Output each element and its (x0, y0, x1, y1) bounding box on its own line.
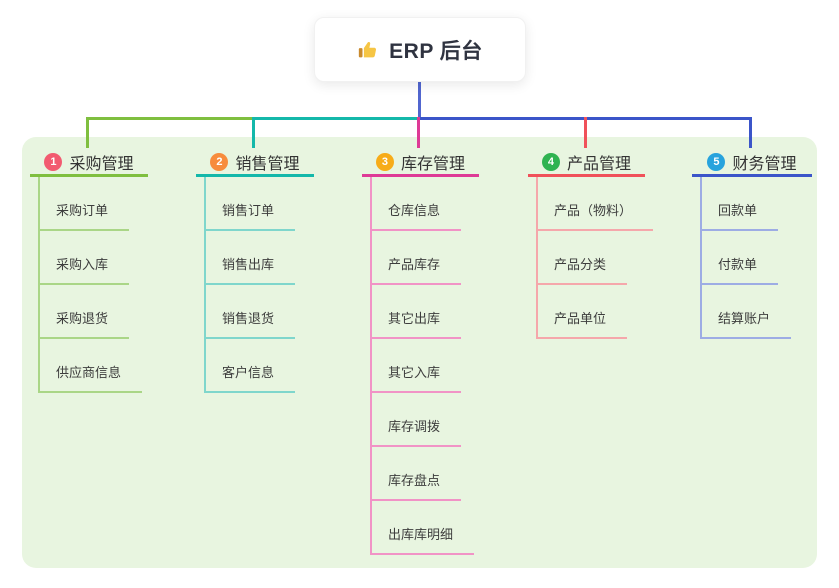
child-node-label: 付款单 (702, 254, 779, 285)
number-badge: 5 (707, 152, 726, 171)
child-node[interactable]: 其它入库 (372, 339, 479, 393)
child-node[interactable]: 销售退货 (206, 285, 314, 339)
branch-children: 回款单 付款单 结算账户 (700, 177, 812, 339)
thumbs-up-icon (359, 41, 377, 57)
child-node-label: 其它入库 (372, 362, 462, 393)
canvas-panel (22, 137, 817, 568)
number-badge: 1 (44, 152, 63, 171)
branch-underline (528, 174, 645, 177)
child-node[interactable]: 产品单位 (538, 285, 645, 339)
branch-label: 库存管理 (400, 155, 465, 173)
child-node[interactable]: 库存盘点 (372, 447, 479, 501)
number-badge: 2 (210, 152, 229, 171)
number-badge: 4 (541, 152, 560, 171)
child-node-label: 销售出库 (206, 254, 296, 285)
branch-label: 产品管理 (566, 155, 631, 173)
branch-children: 销售订单 销售出库 销售退货 客户信息 (204, 177, 314, 393)
branch-label: 采购管理 (69, 155, 134, 173)
branch-underline (196, 174, 314, 177)
root-node-label: ERP 后台 (389, 39, 483, 63)
child-node[interactable]: 销售出库 (206, 231, 314, 285)
child-node-label: 销售订单 (206, 200, 296, 231)
branch-title-node[interactable]: 3 库存管理 (362, 149, 479, 174)
branch-stem-line (252, 117, 255, 148)
branch-label: 销售管理 (235, 155, 300, 173)
child-node-label: 销售退货 (206, 308, 296, 339)
child-node-label: 出库库明细 (372, 524, 475, 555)
child-node[interactable]: 出库库明细 (372, 501, 479, 555)
child-node[interactable]: 供应商信息 (40, 339, 148, 393)
child-node-label: 供应商信息 (40, 362, 143, 393)
child-node-label: 库存盘点 (372, 470, 462, 501)
child-node[interactable]: 客户信息 (206, 339, 314, 393)
branch-underline (30, 174, 148, 177)
child-node[interactable]: 采购入库 (40, 231, 148, 285)
child-node[interactable]: 采购退货 (40, 285, 148, 339)
child-node-label: 采购入库 (40, 254, 130, 285)
bus-line-segment (254, 117, 419, 120)
branch-product: 4 产品管理 产品（物料） 产品分类 产品单位 (528, 149, 654, 339)
child-node[interactable]: 其它出库 (372, 285, 479, 339)
child-node-label: 产品分类 (538, 254, 628, 285)
branch-inventory: 3 库存管理 仓库信息 产品库存 其它出库 其它入库 库存调拨 库存盘点 (362, 149, 479, 555)
child-node[interactable]: 库存调拨 (372, 393, 479, 447)
branch-children: 产品（物料） 产品分类 产品单位 (536, 177, 654, 339)
branch-children: 仓库信息 产品库存 其它出库 其它入库 库存调拨 库存盘点 出库库明细 (370, 177, 479, 555)
child-node-label: 回款单 (702, 200, 779, 231)
child-node[interactable]: 结算账户 (702, 285, 812, 339)
branch-label: 财务管理 (732, 155, 797, 173)
child-node[interactable]: 付款单 (702, 231, 812, 285)
child-node-label: 仓库信息 (372, 200, 462, 231)
child-node[interactable]: 销售订单 (206, 177, 314, 231)
branch-children: 采购订单 采购入库 采购退货 供应商信息 (38, 177, 148, 393)
branch-underline (692, 174, 812, 177)
branch-underline (362, 174, 479, 177)
branch-finance: 5 财务管理 回款单 付款单 结算账户 (692, 149, 812, 339)
child-node[interactable]: 回款单 (702, 177, 812, 231)
branch-title-node[interactable]: 5 财务管理 (692, 149, 812, 174)
branch-purchase: 1 采购管理 采购订单 采购入库 采购退货 供应商信息 (30, 149, 148, 393)
child-node-label: 其它出库 (372, 308, 462, 339)
child-node-label: 产品单位 (538, 308, 628, 339)
child-node-label: 产品（物料） (538, 200, 654, 231)
child-node-label: 库存调拨 (372, 416, 462, 447)
branch-title-node[interactable]: 2 销售管理 (196, 149, 314, 174)
branch-sales: 2 销售管理 销售订单 销售出库 销售退货 客户信息 (196, 149, 314, 393)
child-node-label: 采购退货 (40, 308, 130, 339)
child-node-label: 结算账户 (702, 308, 792, 339)
child-node[interactable]: 采购订单 (40, 177, 148, 231)
child-node[interactable]: 仓库信息 (372, 177, 479, 231)
branch-title-node[interactable]: 4 产品管理 (528, 149, 645, 174)
child-node-label: 产品库存 (372, 254, 462, 285)
child-node[interactable]: 产品（物料） (538, 177, 654, 231)
root-node[interactable]: ERP 后台 (314, 17, 526, 82)
branch-stem-line (749, 117, 752, 148)
child-node[interactable]: 产品分类 (538, 231, 645, 285)
bus-line-segment (86, 117, 254, 120)
branch-stem-line (86, 117, 89, 148)
number-badge: 3 (375, 152, 394, 171)
child-node[interactable]: 产品库存 (372, 231, 479, 285)
branch-title-node[interactable]: 1 采购管理 (30, 149, 148, 174)
child-node-label: 客户信息 (206, 362, 296, 393)
child-node-label: 采购订单 (40, 200, 130, 231)
branch-stem-line (584, 117, 587, 148)
branch-stem-line (417, 117, 420, 148)
root-connector-line (418, 82, 421, 120)
